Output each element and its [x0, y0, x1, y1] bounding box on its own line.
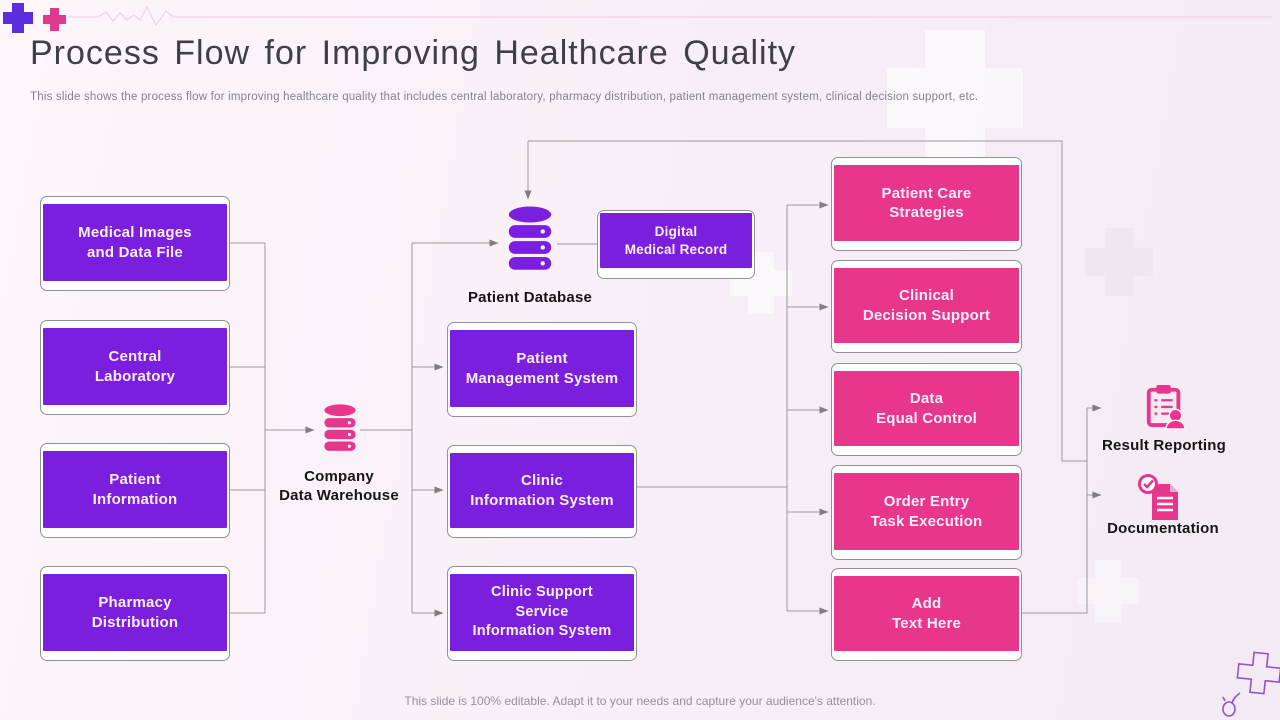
- node-order-entry-task-execution[interactable]: Order Entry Task Execution: [831, 465, 1022, 560]
- heartbeat-line: [68, 5, 1272, 27]
- plus-icon: [43, 8, 66, 31]
- watermark-cross: [1085, 228, 1153, 296]
- node-data-equal-control[interactable]: Data Equal Control: [831, 363, 1022, 456]
- node-patient-management-system[interactable]: Patient Management System: [447, 322, 637, 417]
- node-fill: Patient Information: [43, 451, 227, 528]
- node-label: Clinical Decision Support: [862, 287, 991, 324]
- node-patient-care-strategies[interactable]: Patient Care Strategies: [831, 157, 1022, 251]
- node-label: Pharmacy Distribution: [91, 594, 179, 631]
- node-label: Clinic Information System: [470, 472, 614, 509]
- node-fill: Clinic Information System: [450, 453, 634, 528]
- node-fill: Patient Care Strategies: [834, 165, 1019, 241]
- document-check-icon[interactable]: [1136, 474, 1182, 522]
- node-label: Medical Images and Data File: [78, 224, 192, 261]
- page-title: Process Flow for Improving Healthcare Qu…: [30, 34, 797, 72]
- node-label: Clinic Support Service Information Syste…: [472, 584, 612, 640]
- node-medical-images-and-data-file[interactable]: Medical Images and Data File: [40, 196, 230, 291]
- node-fill: Clinic Support Service Information Syste…: [450, 574, 634, 651]
- node-fill: Pharmacy Distribution: [43, 574, 227, 651]
- node-label: Data Equal Control: [876, 390, 977, 427]
- node-label: Central Laboratory: [94, 348, 176, 385]
- footer-note: This slide is 100% editable. Adapt it to…: [404, 694, 876, 708]
- node-central-laboratory[interactable]: Central Laboratory: [40, 320, 230, 415]
- node-patient-information[interactable]: Patient Information: [40, 443, 230, 538]
- slide-subtitle: This slide shows the process flow for im…: [30, 91, 979, 103]
- label-company-data-warehouse: Company Data Warehouse: [279, 468, 399, 504]
- node-label: Patient Management System: [465, 350, 619, 387]
- node-label: Patient Information: [92, 471, 178, 508]
- watermark-cross: [1077, 560, 1139, 622]
- node-fill: Add Text Here: [834, 576, 1019, 651]
- clipboard-checklist-person-icon[interactable]: [1144, 383, 1186, 430]
- node-fill: Patient Management System: [450, 330, 634, 407]
- plus-icon: [3, 3, 33, 33]
- node-clinical-decision-support[interactable]: Clinical Decision Support: [831, 260, 1022, 353]
- node-fill: Data Equal Control: [834, 371, 1019, 446]
- node-digital-medical-record[interactable]: Digital Medical Record: [597, 210, 755, 279]
- node-fill: Order Entry Task Execution: [834, 473, 1019, 550]
- node-label: Add Text Here: [891, 595, 962, 632]
- database-icon[interactable]: [506, 206, 554, 274]
- label-patient-database: Patient Database: [467, 289, 593, 306]
- node-fill: Central Laboratory: [43, 328, 227, 405]
- node-add-text-here[interactable]: Add Text Here: [831, 568, 1022, 661]
- node-label: Digital Medical Record: [624, 223, 728, 257]
- database-icon[interactable]: [321, 404, 359, 454]
- node-clinic-support-service-information-system[interactable]: Clinic Support Service Information Syste…: [447, 566, 637, 661]
- header-decoration: [3, 3, 1272, 33]
- node-fill: Clinical Decision Support: [834, 268, 1019, 343]
- node-fill: Digital Medical Record: [600, 213, 752, 268]
- node-label: Order Entry Task Execution: [870, 493, 983, 530]
- medical-cross-stethoscope-icon: [1222, 651, 1280, 717]
- node-label: Patient Care Strategies: [881, 184, 972, 222]
- node-pharmacy-distribution[interactable]: Pharmacy Distribution: [40, 566, 230, 661]
- watermark-cross: [887, 30, 1023, 166]
- node-clinic-information-system[interactable]: Clinic Information System: [447, 445, 637, 538]
- node-fill: Medical Images and Data File: [43, 204, 227, 281]
- label-result-reporting: Result Reporting: [1101, 437, 1227, 454]
- label-documentation: Documentation: [1107, 520, 1219, 537]
